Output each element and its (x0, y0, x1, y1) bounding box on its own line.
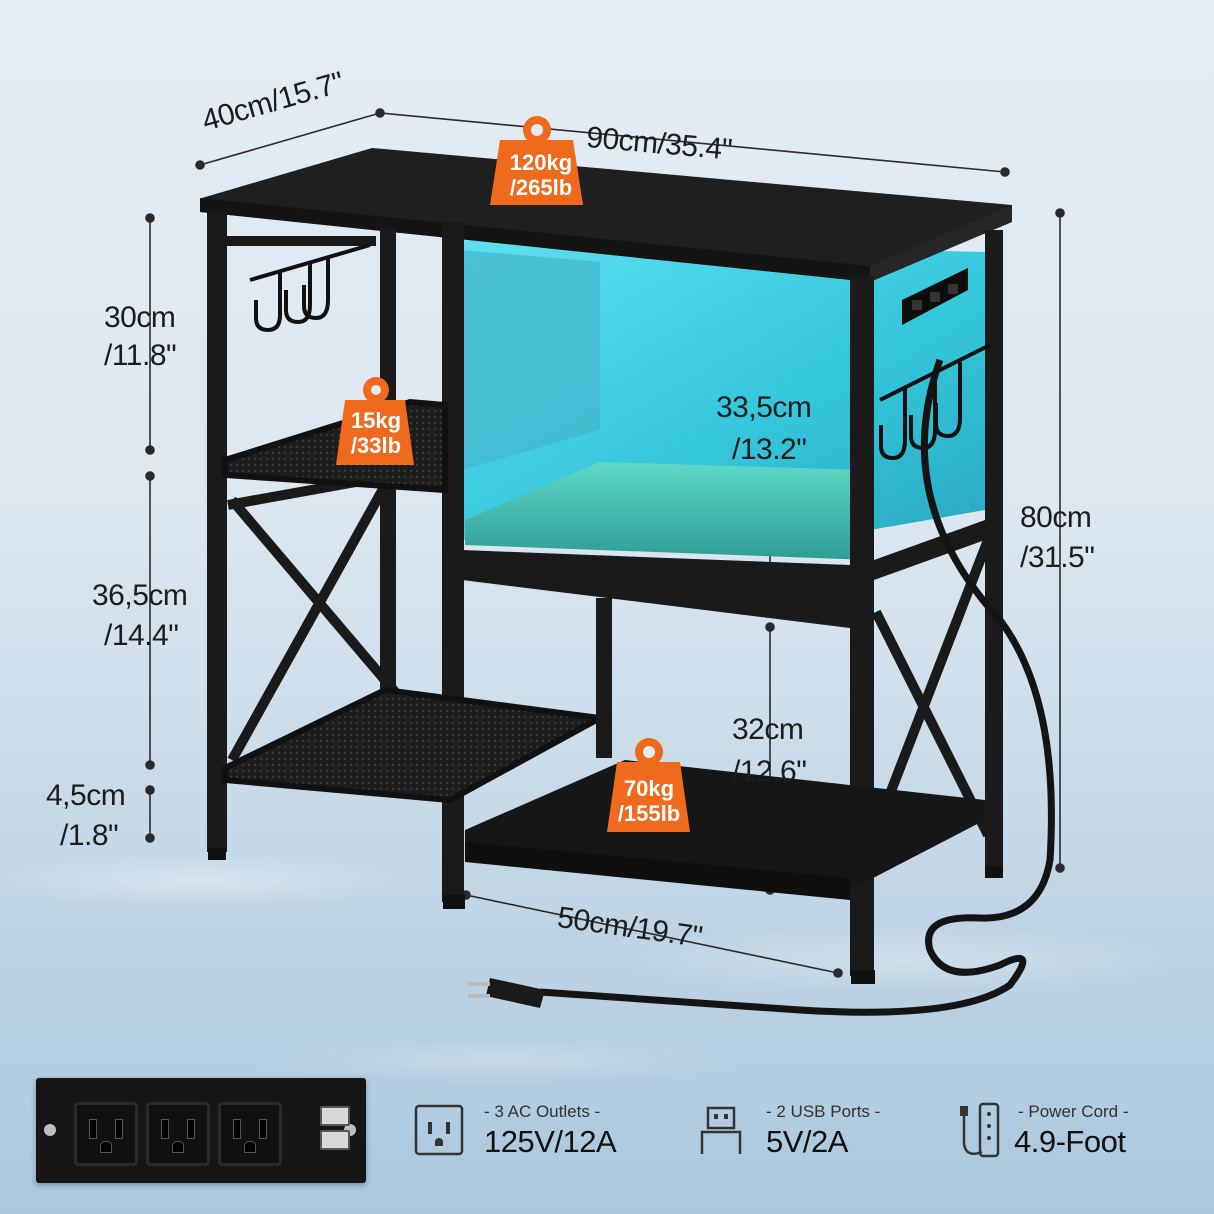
dimension-lines (145, 108, 1065, 978)
lower-height-in: /12.6" (732, 755, 807, 788)
ac-socket (146, 1102, 210, 1166)
power-cord (539, 358, 1055, 1016)
middle-section-cm: 36,5cm (92, 579, 188, 612)
total-height-cm: 80cm (1020, 501, 1092, 534)
ac-socket (218, 1102, 282, 1166)
bottom-load-lb: /155lb (617, 801, 681, 826)
left-hooks (249, 243, 371, 333)
shelf-load-kg: 15kg (350, 408, 402, 433)
rack-illustration (145, 108, 1065, 1016)
spec-value: 4.9-Foot (1014, 1124, 1126, 1159)
power-strip-closeup (36, 1078, 366, 1183)
lower-height-cm: 32cm (732, 713, 804, 746)
usb-sockets (320, 1106, 350, 1154)
ac-socket (74, 1102, 138, 1166)
top-section-in: /11.8" (104, 339, 177, 372)
feet (208, 848, 1003, 984)
plug (468, 978, 545, 1008)
bottom-load-tag: 70kg /155lb (605, 776, 693, 826)
cabinet-height-cm: 33,5cm (716, 391, 812, 424)
cabinet-height-in: /13.2" (732, 433, 807, 466)
spec-value: 125V/12A (484, 1124, 617, 1159)
top-section-cm: 30cm (104, 301, 176, 334)
top-load-lb: /265lb (509, 175, 573, 200)
foot-cm: 4,5cm (46, 779, 126, 812)
builtin-outlet-box (902, 268, 968, 325)
middle-section-in: /14.4" (104, 619, 179, 652)
right-frame (462, 230, 1003, 976)
power-strip-icon (960, 1102, 1000, 1158)
screw-icon (44, 1124, 56, 1136)
cabinet-shelf (465, 462, 870, 560)
weight-tag-shapes (336, 116, 690, 832)
foot-in: /1.8" (60, 819, 119, 852)
right-x-brace (871, 538, 993, 838)
shelf-load-lb: /33lb (350, 433, 402, 458)
tabletop (200, 148, 1012, 282)
left-frame (207, 212, 464, 902)
lower-mesh-shelf (222, 686, 610, 804)
bottom-load-kg: 70kg (623, 776, 675, 801)
spec-value: 5V/2A (766, 1124, 848, 1159)
usb-port-icon (700, 1106, 742, 1154)
spec-caption: - 3 AC Outlets - (484, 1102, 601, 1121)
top-load-tag: 120kg /265lb (494, 150, 588, 200)
top-load-kg: 120kg (509, 150, 573, 175)
spec-caption: - Power Cord - (1018, 1102, 1129, 1121)
ac-outlet-icon (414, 1104, 464, 1156)
total-height-in: /31.5" (1020, 541, 1095, 574)
shelf-load-tag: 15kg /33lb (336, 408, 416, 458)
spec-caption: - 2 USB Ports - (766, 1102, 881, 1121)
